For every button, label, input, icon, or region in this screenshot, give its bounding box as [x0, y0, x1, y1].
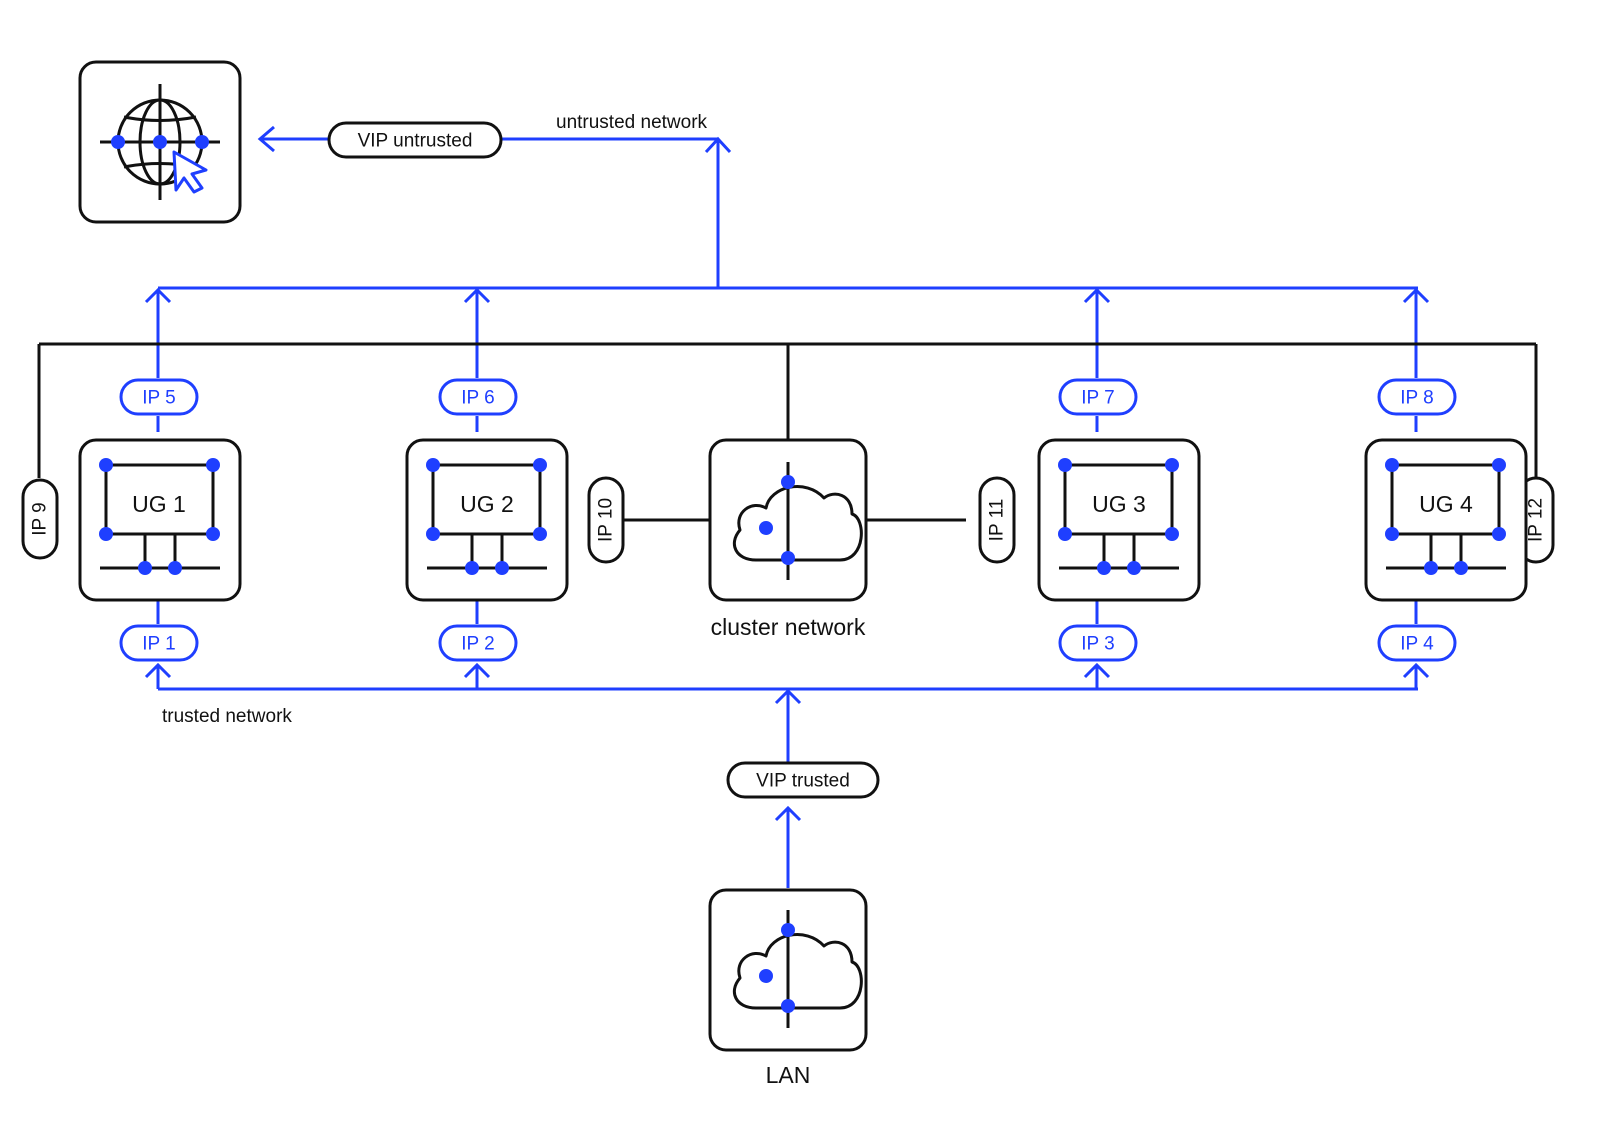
- untrusted-network-links: [144, 125, 1430, 432]
- ug-label: UG 2: [460, 491, 514, 517]
- ip-pill-ug1-untrusted: IP 5: [119, 378, 199, 416]
- server-board-icon: [1385, 458, 1506, 575]
- node-ug3: UG 3: [1037, 438, 1201, 602]
- ip-pill-ug4-trusted: IP 4: [1377, 624, 1457, 662]
- cluster-network-node: [708, 438, 868, 602]
- node-ug1: UG 1: [78, 438, 242, 602]
- trusted-network-label: trusted network: [162, 706, 292, 727]
- server-board-icon: [426, 458, 547, 575]
- cursor-icon: [172, 150, 208, 194]
- server-board-icon: [1058, 458, 1179, 575]
- ip-pill-ug2-trusted: IP 2: [438, 624, 518, 662]
- ug-label: UG 3: [1092, 491, 1146, 517]
- ip-label: IP 6: [461, 388, 494, 409]
- ip-pill-cluster-left-inner: IP 10: [587, 476, 625, 564]
- node-ug2: UG 2: [405, 438, 569, 602]
- ip-label: IP 11: [987, 499, 1008, 542]
- trusted-network-links: [144, 600, 1430, 888]
- ip-label: IP 7: [1081, 388, 1114, 409]
- ug-label: UG 4: [1419, 491, 1473, 517]
- ip-label: IP 4: [1400, 634, 1434, 655]
- ip-pill-ug2-untrusted: IP 6: [438, 378, 518, 416]
- ip-pill-ug1-trusted: IP 1: [119, 624, 199, 662]
- vip-untrusted-label: VIP untrusted: [358, 131, 473, 152]
- ip-label: IP 9: [30, 502, 51, 535]
- server-board-icon: [99, 458, 220, 575]
- ip-pill-cluster-left-outer: IP 9: [21, 478, 59, 560]
- globe-dots: [111, 135, 209, 149]
- ug-label: UG 1: [132, 491, 186, 517]
- ip-label: IP 5: [142, 388, 175, 409]
- cluster-network-label: cluster network: [711, 614, 866, 640]
- ip-pill-cluster-right-inner: IP 11: [978, 476, 1016, 564]
- cloud-network-icon: [733, 462, 863, 580]
- ip-pill-ug3-trusted: IP 3: [1058, 624, 1138, 662]
- untrusted-network-label: untrusted network: [556, 112, 708, 133]
- ip-label: IP 12: [1526, 498, 1547, 542]
- ip-label: IP 3: [1081, 634, 1114, 655]
- lan-node: [708, 888, 868, 1052]
- ip-label: IP 1: [142, 634, 175, 655]
- vip-untrusted-pill: VIP untrusted: [327, 121, 503, 159]
- ip-label: IP 8: [1400, 388, 1433, 409]
- lan-label: LAN: [766, 1062, 811, 1088]
- internet-node: [78, 60, 242, 224]
- vip-trusted-label: VIP trusted: [756, 771, 850, 792]
- ip-pill-ug3-untrusted: IP 7: [1058, 378, 1138, 416]
- ip-pill-ug4-untrusted: IP 8: [1377, 378, 1457, 416]
- vip-trusted-pill: VIP trusted: [726, 761, 880, 799]
- ip-label: IP 2: [461, 634, 494, 655]
- node-ug4: UG 4: [1364, 438, 1528, 602]
- ip-label: IP 10: [596, 498, 617, 542]
- cloud-network-icon: [733, 910, 863, 1028]
- cluster-network-links: [37, 342, 1538, 522]
